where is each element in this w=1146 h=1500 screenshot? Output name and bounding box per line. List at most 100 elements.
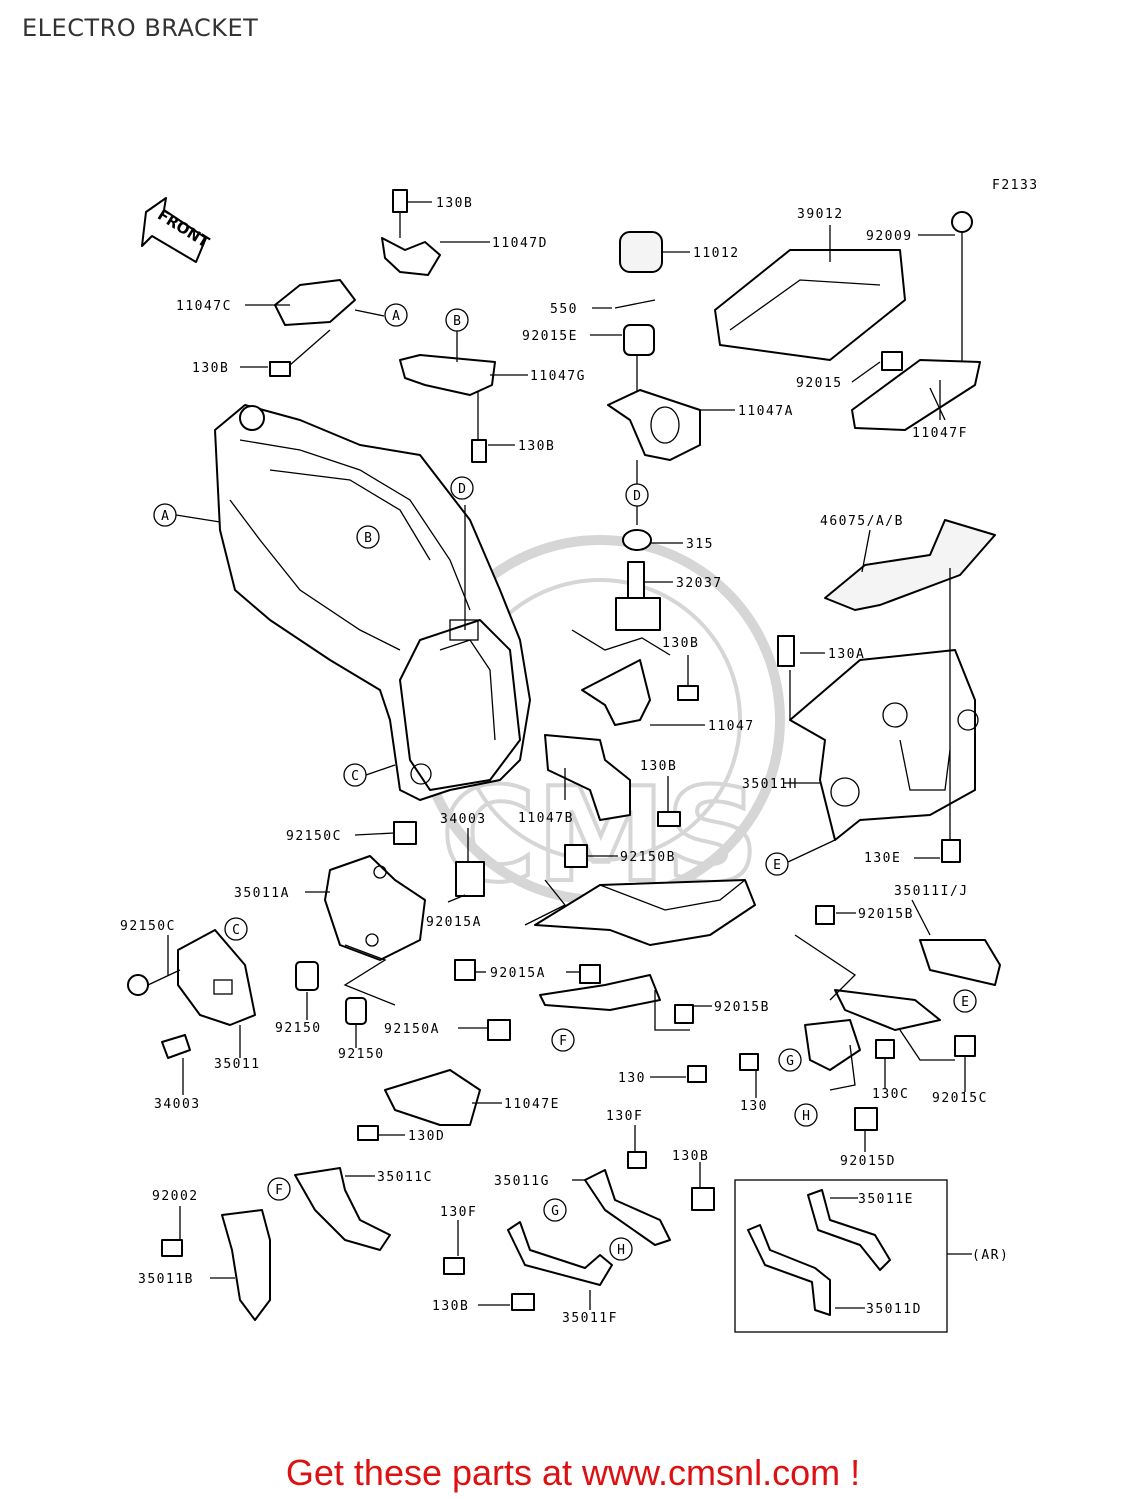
- label-46075: 46075/A/B: [820, 514, 904, 529]
- label-92002: 92002: [152, 1189, 199, 1204]
- callout-H-2: H: [609, 1237, 633, 1261]
- label-130B-low: 130B: [432, 1299, 469, 1314]
- svg-text:E: E: [773, 858, 781, 873]
- bracket-11047D: [381, 189, 441, 276]
- label-92150A: 92150A: [384, 1022, 440, 1037]
- callout-E-2: E: [953, 989, 977, 1013]
- bracket-11047B: [544, 734, 681, 827]
- part-32037: [615, 561, 661, 631]
- label-130A: 130A: [828, 647, 865, 662]
- bracket-11047A: [607, 389, 701, 525]
- label-315: 315: [686, 537, 714, 552]
- label-92015B-mid: 92015B: [714, 1000, 770, 1015]
- bracket-35011G: [584, 1151, 715, 1246]
- bracket-35011F: [443, 1221, 613, 1311]
- label-130D: 130D: [408, 1129, 445, 1144]
- callout-D-1: D: [450, 476, 474, 500]
- label-92015C: 92015C: [932, 1091, 988, 1106]
- part-34003-top: [455, 861, 485, 897]
- svg-text:C: C: [232, 923, 240, 938]
- label-35011F: 35011F: [562, 1311, 618, 1326]
- svg-text:D: D: [458, 482, 466, 497]
- svg-text:G: G: [551, 1204, 559, 1219]
- label-32037: 32037: [676, 576, 723, 591]
- ar-box: [734, 1179, 948, 1333]
- label-92009: 92009: [866, 229, 913, 244]
- part-92150: [295, 961, 367, 1025]
- callout-G-2: G: [543, 1198, 567, 1222]
- label-130B-b: 130B: [640, 759, 677, 774]
- label-550: 550: [550, 302, 578, 317]
- part-92015: [881, 351, 903, 371]
- label-11047E: 11047E: [504, 1097, 560, 1112]
- label-130B-g: 130B: [518, 439, 555, 454]
- part-92009: [951, 211, 973, 365]
- label-92015A-mid: 92015A: [490, 966, 546, 981]
- bracket-35011B: [161, 1209, 271, 1321]
- label-35011IJ: 35011I/J: [894, 884, 969, 899]
- svg-text:F: F: [559, 1034, 567, 1049]
- svg-text:A: A: [392, 309, 400, 324]
- bracket-11047G: [399, 354, 496, 463]
- label-39012: 39012: [797, 207, 844, 222]
- svg-text:B: B: [453, 314, 461, 329]
- callout-B-1: B: [445, 308, 469, 332]
- figure-code: F2133: [992, 178, 1039, 193]
- label-35011H: 35011H: [742, 777, 798, 792]
- bracket-35011C: [294, 1167, 391, 1251]
- label-35011D: 35011D: [866, 1302, 922, 1317]
- label-11047: 11047: [708, 719, 755, 734]
- part-92015E: [623, 324, 655, 392]
- part-315: [622, 529, 652, 551]
- callout-F-2: F: [267, 1177, 291, 1201]
- svg-text:A: A: [161, 509, 169, 524]
- bracket-35011: [127, 929, 256, 1026]
- battery-case-39012: [714, 225, 906, 361]
- callout-D-2: D: [625, 483, 649, 507]
- label-11047F: 11047F: [912, 426, 968, 441]
- callout-C-2: C: [224, 917, 248, 941]
- label-130B-c: 130B: [192, 361, 229, 376]
- svg-text:H: H: [617, 1243, 625, 1258]
- page-title: ELECTRO BRACKET: [22, 14, 259, 42]
- bracket-35011IJ: [687, 905, 1001, 1131]
- label-130C: 130C: [872, 1087, 909, 1102]
- label-130B-mid: 130B: [662, 636, 699, 651]
- label-11047G: 11047G: [530, 369, 586, 384]
- label-92015E: 92015E: [522, 329, 578, 344]
- svg-text:D: D: [633, 489, 641, 504]
- label-11047B: 11047B: [518, 811, 574, 826]
- label-92150C-top: 92150C: [286, 829, 342, 844]
- callout-A-2: A: [153, 503, 221, 527]
- callout-E-1: E: [765, 852, 789, 876]
- callout-H-1: H: [794, 1103, 818, 1127]
- label-92015D: 92015D: [840, 1154, 896, 1169]
- cover-46075: [824, 519, 996, 611]
- part-34003-bottom: [161, 1034, 191, 1059]
- label-130: 130: [618, 1071, 646, 1086]
- label-130E: 130E: [864, 851, 901, 866]
- label-92015: 92015: [796, 376, 843, 391]
- promo-link[interactable]: Get these parts at www.cmsnl.com !: [285, 1452, 861, 1493]
- label-130B-top: 130B: [436, 196, 473, 211]
- label-92150C-left: 92150C: [120, 919, 176, 934]
- label-11047A: 11047A: [738, 404, 794, 419]
- label-130-b: 130: [740, 1099, 768, 1114]
- label-92150: 92150: [275, 1021, 322, 1036]
- bracket-assembly-center: [454, 844, 756, 1041]
- callouts: A A B B C C D D E E F F G G H H: [153, 303, 977, 1261]
- svg-text:F: F: [275, 1183, 283, 1198]
- part-550: [614, 299, 656, 309]
- label-35011A: 35011A: [234, 886, 290, 901]
- bracket-11047E: [357, 1069, 481, 1141]
- label-92015A-top: 92015A: [426, 915, 482, 930]
- svg-text:C: C: [351, 769, 359, 784]
- svg-text:H: H: [802, 1109, 810, 1124]
- bracket-35011A: [324, 821, 426, 961]
- front-arrow: FRONT: [141, 197, 213, 263]
- label-AR: (AR): [972, 1248, 1009, 1263]
- label-34003-top: 34003: [440, 812, 487, 827]
- leader-lines: [147, 201, 972, 1310]
- label-130B-r: 130B: [672, 1149, 709, 1164]
